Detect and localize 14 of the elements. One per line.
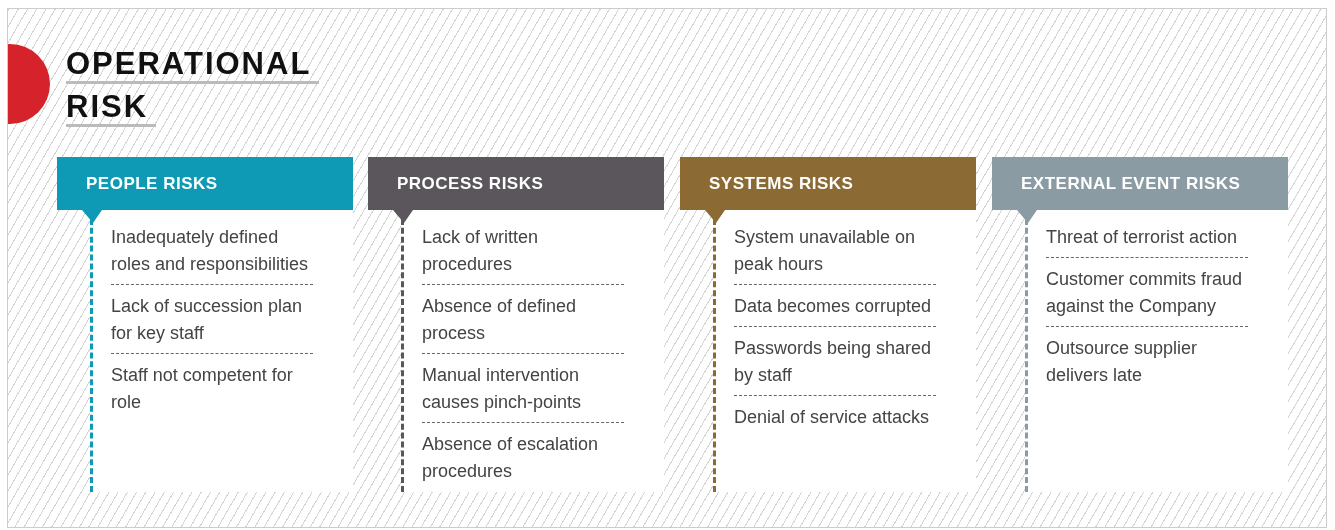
- risk-item: Denial of service attacks: [734, 402, 936, 437]
- risk-item: Threat of terrorist action: [1046, 222, 1248, 258]
- risk-item: Absence of escalation procedures: [422, 429, 624, 491]
- risk-item: Manual intervention causes pinch-points: [422, 360, 624, 423]
- risk-item: Lack of written procedures: [422, 222, 624, 285]
- risk-item: Passwords being shared by staff: [734, 333, 936, 396]
- risk-item: Customer commits fraud against the Company: [1046, 264, 1248, 327]
- risk-item: Outsource supplier delivers late: [1046, 333, 1248, 395]
- risk-item: System unavailable on peak hours: [734, 222, 936, 285]
- risk-item: Staff not competent for role: [111, 360, 313, 422]
- risk-item: Data becomes corrupted: [734, 291, 936, 327]
- risk-item: Lack of succession plan for key staff: [111, 291, 313, 354]
- risk-item: Inadequately defined roles and responsibilities: [111, 222, 313, 285]
- risk-item: Absence of defined process: [422, 291, 624, 354]
